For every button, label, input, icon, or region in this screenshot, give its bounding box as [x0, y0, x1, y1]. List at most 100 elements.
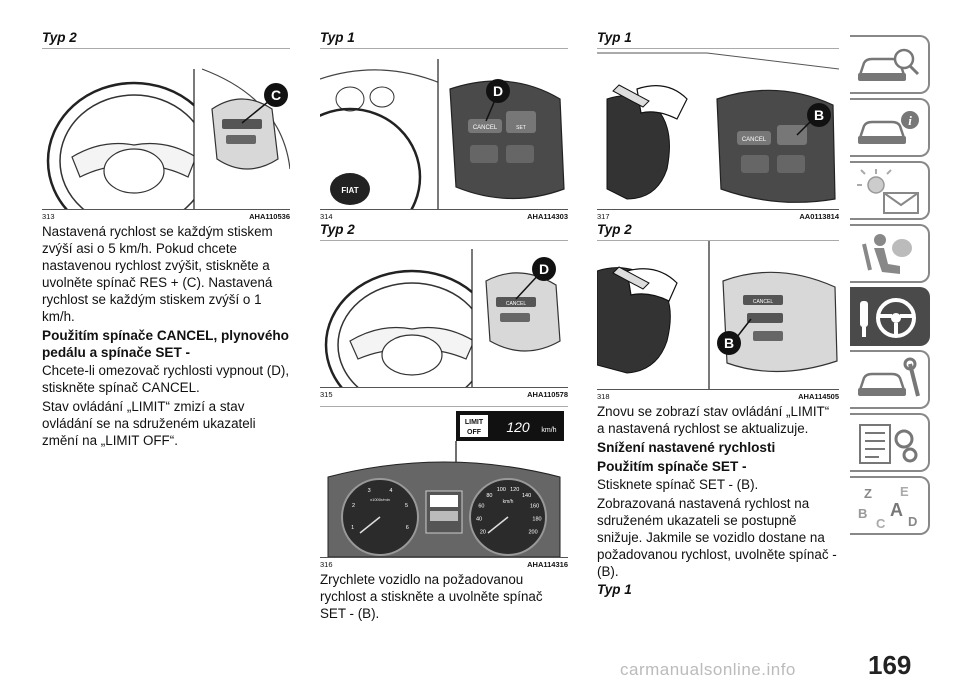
section-heading-typ2: Typ 2	[320, 222, 355, 237]
warning-lights-icon	[857, 169, 919, 214]
paragraph: Nastavená rychlost se každým stiskem zvý…	[42, 224, 273, 324]
figure-code: AA0113814	[799, 212, 839, 221]
section-heading-typ1: Typ 1	[320, 30, 355, 45]
figure-caption: 316 AHA114316	[320, 560, 568, 570]
paragraph: Zobrazovaná nastavená rychlost na sdruže…	[597, 496, 837, 579]
off-label: OFF	[467, 429, 482, 436]
column-1: Typ 2 C 313 AHA110536 Nastavená rychlost…	[42, 24, 290, 451]
paragraph: Stav ovládání „LIMIT“ zmizí a stav ovlád…	[42, 399, 256, 448]
figure-caption: 314 AHA114303	[320, 212, 568, 222]
figure-code: AHA110536	[249, 212, 290, 221]
gauge-tick-label: 100	[497, 487, 506, 493]
gauge-tick-label: 60	[478, 504, 484, 510]
cancel-label: CANCEL	[473, 125, 498, 131]
cancel-label: CANCEL	[506, 301, 527, 307]
steering-wheel-key-icon	[860, 298, 916, 338]
steering-wheel-illustration: CANCEL D	[320, 241, 568, 387]
paragraph: Zrychlete vozidlo na požadovanou rychlos…	[320, 572, 543, 621]
tab-airbag-seat[interactable]	[850, 224, 930, 283]
gauge-tick-label: 200	[529, 530, 538, 536]
gauge-tick-label: 1	[351, 525, 354, 531]
callout-b: B	[814, 107, 824, 123]
figure-313: C	[42, 48, 290, 210]
section-heading-typ2: Typ 2	[597, 222, 632, 237]
cancel-label: CANCEL	[742, 137, 767, 143]
figure-caption: 313 AHA110536	[42, 212, 290, 222]
maintenance-list-icon	[859, 424, 918, 464]
gauge-tick-label: 80	[486, 493, 492, 499]
set-speed-value: 120	[506, 419, 530, 435]
callout-d: D	[539, 261, 549, 277]
subheading: Snížení nastavené rychlosti	[597, 440, 776, 455]
svg-text:D: D	[908, 514, 917, 529]
column-2: Typ 1 FIAT CANCEL SET D 314 AHA114303	[320, 24, 568, 624]
figure-315: CANCEL D	[320, 240, 568, 388]
figure-317: CANCEL B	[597, 48, 839, 210]
gauge-tick-label: 5	[405, 503, 408, 509]
svg-text:E: E	[900, 484, 909, 499]
paragraph: Stisknete spínač SET - (B).	[597, 477, 759, 492]
figure-number: 318	[597, 392, 610, 401]
hand-pressing-switch-illustration: CANCEL B	[597, 241, 839, 389]
page-number: 169	[868, 650, 912, 680]
figure-code: AHA114316	[527, 560, 568, 569]
tab-maintenance-list[interactable]	[850, 413, 930, 472]
gauge-tick-label: 4	[389, 488, 392, 494]
tab-car-info[interactable]: i	[850, 98, 930, 157]
gauge-tick-label: 140	[522, 493, 531, 499]
cancel-label: CANCEL	[753, 299, 774, 305]
subheading: Použitím spínače CANCEL, plynového pedál…	[42, 328, 289, 360]
tacho-unit-label: x1000r/min	[370, 497, 390, 502]
gauge-tick-label: 120	[510, 487, 519, 493]
gauge-tick-label: 3	[368, 488, 371, 494]
gauge-tick-label: 160	[530, 504, 539, 510]
figure-318: CANCEL B	[597, 240, 839, 390]
airbag-seat-icon	[862, 234, 912, 274]
figure-caption: 315 AHA110578	[320, 390, 568, 400]
figure-number: 317	[597, 212, 610, 221]
figure-number: 313	[42, 212, 55, 221]
figure-314: FIAT CANCEL SET D	[320, 48, 568, 210]
section-heading-typ1: Typ 1	[597, 582, 632, 597]
set-label: SET	[516, 125, 526, 131]
car-info-icon: i	[858, 111, 919, 144]
svg-text:FIAT: FIAT	[341, 186, 358, 195]
svg-text:A: A	[890, 500, 903, 520]
callout-d: D	[493, 83, 503, 99]
gauge-tick-label: 2	[352, 503, 355, 509]
tab-index[interactable]: Z E B A C D	[850, 476, 930, 535]
paragraph: Chcete-li omezovač rychlosti vypnout (D)…	[42, 363, 290, 395]
speed-unit: km/h	[541, 427, 556, 434]
figure-number: 314	[320, 212, 333, 221]
figure-code: AHA114505	[798, 392, 839, 401]
section-heading-typ1: Typ 1	[597, 30, 632, 45]
figure-caption: 317 AA0113814	[597, 212, 839, 222]
gauge-tick-label: 20	[480, 530, 486, 536]
speedo-unit-label: km/h	[503, 499, 514, 505]
limit-label: LIMIT	[465, 419, 484, 426]
gauge-tick-label: 180	[532, 517, 541, 523]
car-tools-icon	[858, 357, 920, 397]
callout-c: C	[271, 87, 281, 103]
hand-pressing-switch-illustration: CANCEL B	[597, 49, 839, 209]
tab-warning-lights[interactable]	[850, 161, 930, 220]
tab-steering-wheel-key[interactable]	[850, 287, 930, 346]
tab-car-search[interactable]	[850, 35, 930, 94]
svg-text:B: B	[858, 506, 867, 521]
figure-number: 315	[320, 390, 333, 399]
figure-caption: 318 AHA114505	[597, 392, 839, 402]
chapter-tabs: i	[850, 35, 932, 539]
dashboard-steering-illustration: FIAT CANCEL SET D	[320, 49, 568, 209]
svg-text:C: C	[876, 516, 886, 531]
paragraph: Znovu se zobrazí stav ovládání „LIMIT“ a…	[597, 404, 830, 436]
tachometer-ticks: 1 2 3 4 5 6	[351, 488, 409, 531]
tab-car-tools[interactable]	[850, 350, 930, 409]
figure-number: 316	[320, 560, 333, 569]
gauge-tick-label: 40	[476, 517, 482, 523]
watermark: carmanualsonline.info	[620, 660, 796, 679]
gauge-tick-label: 6	[406, 525, 409, 531]
svg-text:Z: Z	[864, 486, 872, 501]
